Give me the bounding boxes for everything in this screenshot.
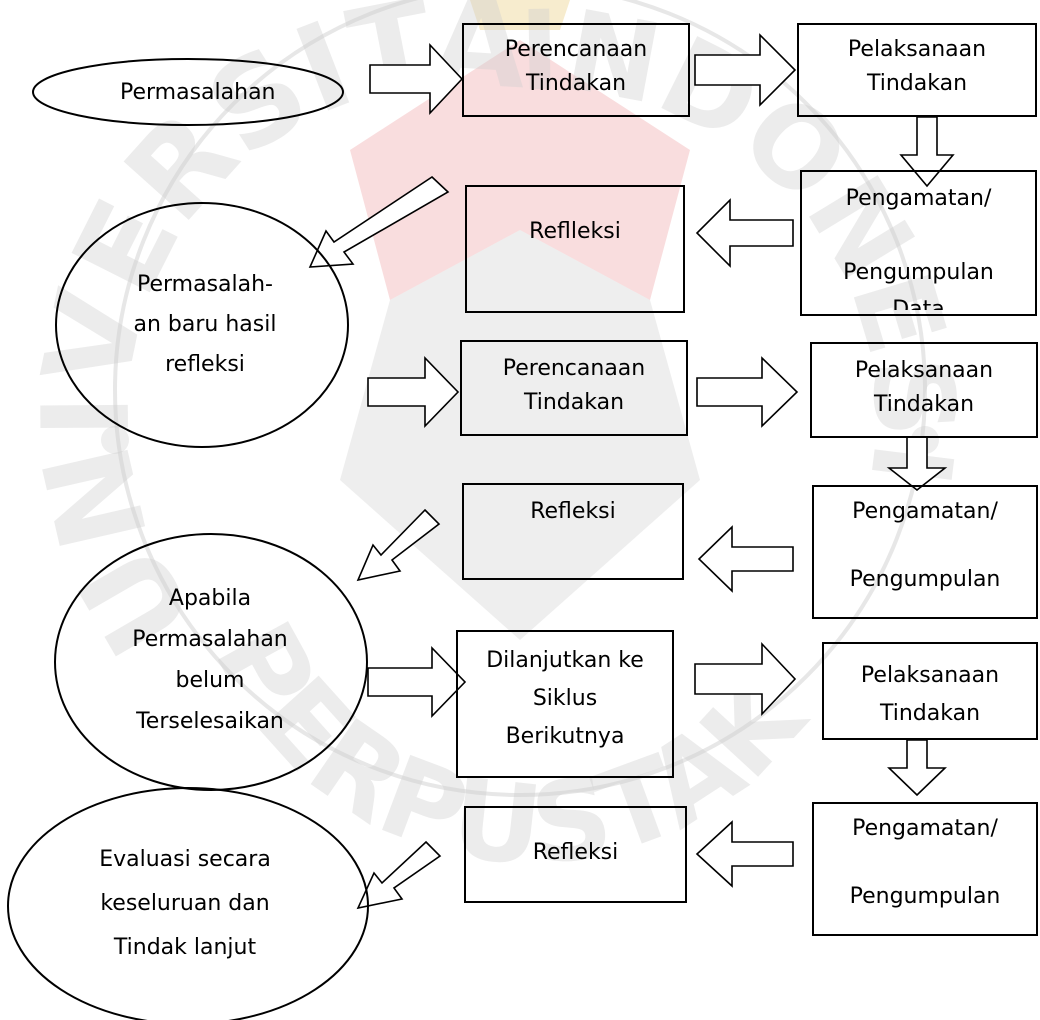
arrow-diagonal-reflection-to-evaluation xyxy=(356,840,442,910)
label-action-1: Pelaksanaan Tindakan xyxy=(847,37,987,96)
box-reflection-1 xyxy=(465,185,685,313)
label-next-cycle: Dilanjutkan ke Siklus Berikutnya xyxy=(486,648,644,749)
ellipse-evaluation xyxy=(7,787,369,1020)
label-planning-1: Perencanaan Tindakan xyxy=(504,37,648,96)
arrow-right-planning-to-action-2 xyxy=(696,356,799,428)
box-reflection-2 xyxy=(462,483,684,580)
watermark-ring xyxy=(113,0,927,797)
arrow-right-problem-to-planning xyxy=(369,42,464,116)
label-problem-1: Permasalahan xyxy=(120,80,276,105)
label-action-2: Pelaksanaan Tindakan xyxy=(854,358,994,417)
watermark-dot-left xyxy=(101,426,129,454)
arrow-diagonal-reflection-to-unsolved xyxy=(356,508,441,582)
box-observation-2 xyxy=(812,485,1038,619)
box-action-1 xyxy=(797,23,1037,117)
label-observation-2: Pengamatan/ Pengumpulan xyxy=(849,499,1001,592)
box-planning-1 xyxy=(462,23,690,117)
arrow-right-unsolved-to-next-cycle xyxy=(367,646,467,718)
box-planning-2 xyxy=(460,340,688,436)
box-next-cycle xyxy=(456,630,674,778)
arrow-left-observation-to-reflection xyxy=(695,198,794,268)
arrow-diagonal-reflection-to-new-problem xyxy=(308,175,450,268)
label-new-problem: Permasalah- an baru hasil refleksi xyxy=(133,272,277,377)
arrow-right-planning-to-action xyxy=(694,33,797,107)
label-reflection-3: Refleksi xyxy=(532,840,619,865)
box-reflection-3 xyxy=(464,806,687,903)
ellipse-problem xyxy=(32,58,344,126)
arrow-right-next-cycle-to-action xyxy=(694,641,797,717)
label-unsolved-problem: Apabila Permasalahan belum Terselesaikan xyxy=(132,586,288,734)
box-observation-3 xyxy=(812,802,1038,936)
ellipse-new-problem xyxy=(55,202,349,448)
label-evaluation: Evaluasi secara keseluruan dan Tindak la… xyxy=(99,847,271,960)
arrow-right-new-problem-to-planning xyxy=(367,356,460,428)
arrow-down-action-to-observation-3 xyxy=(887,739,947,797)
label-action-3: Pelaksanaan Tindakan xyxy=(860,663,1000,726)
label-reflection-1: Reflleksi xyxy=(529,219,621,244)
watermark-emblem xyxy=(340,0,700,640)
box-action-3 xyxy=(822,642,1038,740)
label-planning-2: Perencanaan Tindakan xyxy=(502,356,646,415)
arrow-left-observation-to-reflection-2 xyxy=(697,525,794,593)
arrow-left-observation-to-reflection-3 xyxy=(695,820,794,888)
ellipse-unsolved-problem xyxy=(54,533,368,791)
label-observation-1: Pengamatan/ Pengumpulan Data xyxy=(843,186,994,310)
label-observation-3: Pengamatan/ Pengumpulan xyxy=(849,816,1001,909)
label-reflection-2: Refleksi xyxy=(530,499,616,524)
box-action-2 xyxy=(810,342,1038,438)
box-observation-1 xyxy=(800,170,1037,316)
arrow-down-action-to-observation-2 xyxy=(886,436,948,492)
